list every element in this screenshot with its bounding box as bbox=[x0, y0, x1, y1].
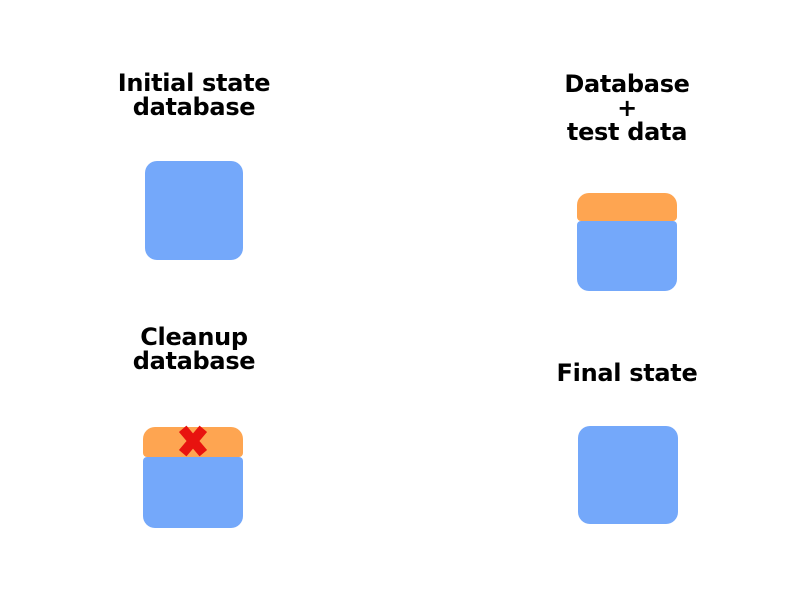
database-body bbox=[577, 221, 677, 291]
title-line: database bbox=[132, 93, 256, 121]
test-data-band bbox=[577, 193, 677, 221]
panel-title-final-state: Final state bbox=[477, 361, 777, 385]
title-line: Database bbox=[564, 70, 690, 98]
title-line: Initial state bbox=[117, 69, 271, 97]
title-line: test data bbox=[566, 118, 688, 146]
title-line: + bbox=[617, 94, 637, 122]
panel-title-initial-state: Initial state database bbox=[44, 71, 344, 119]
title-line: Cleanup bbox=[140, 323, 248, 351]
title-line: Final state bbox=[556, 359, 698, 387]
title-line: database bbox=[132, 347, 256, 375]
database-shape-cleanup bbox=[143, 424, 243, 528]
panel-title-cleanup-database: Cleanup database bbox=[44, 325, 344, 373]
database-shape-initial bbox=[145, 161, 243, 260]
test-data-band bbox=[143, 424, 243, 458]
database-body bbox=[143, 457, 243, 528]
delete-x-icon bbox=[178, 424, 208, 458]
database-shape-final bbox=[578, 426, 678, 524]
panel-title-database-test-data: Database + test data bbox=[477, 72, 777, 144]
database-shape-with-test-data bbox=[577, 193, 677, 291]
